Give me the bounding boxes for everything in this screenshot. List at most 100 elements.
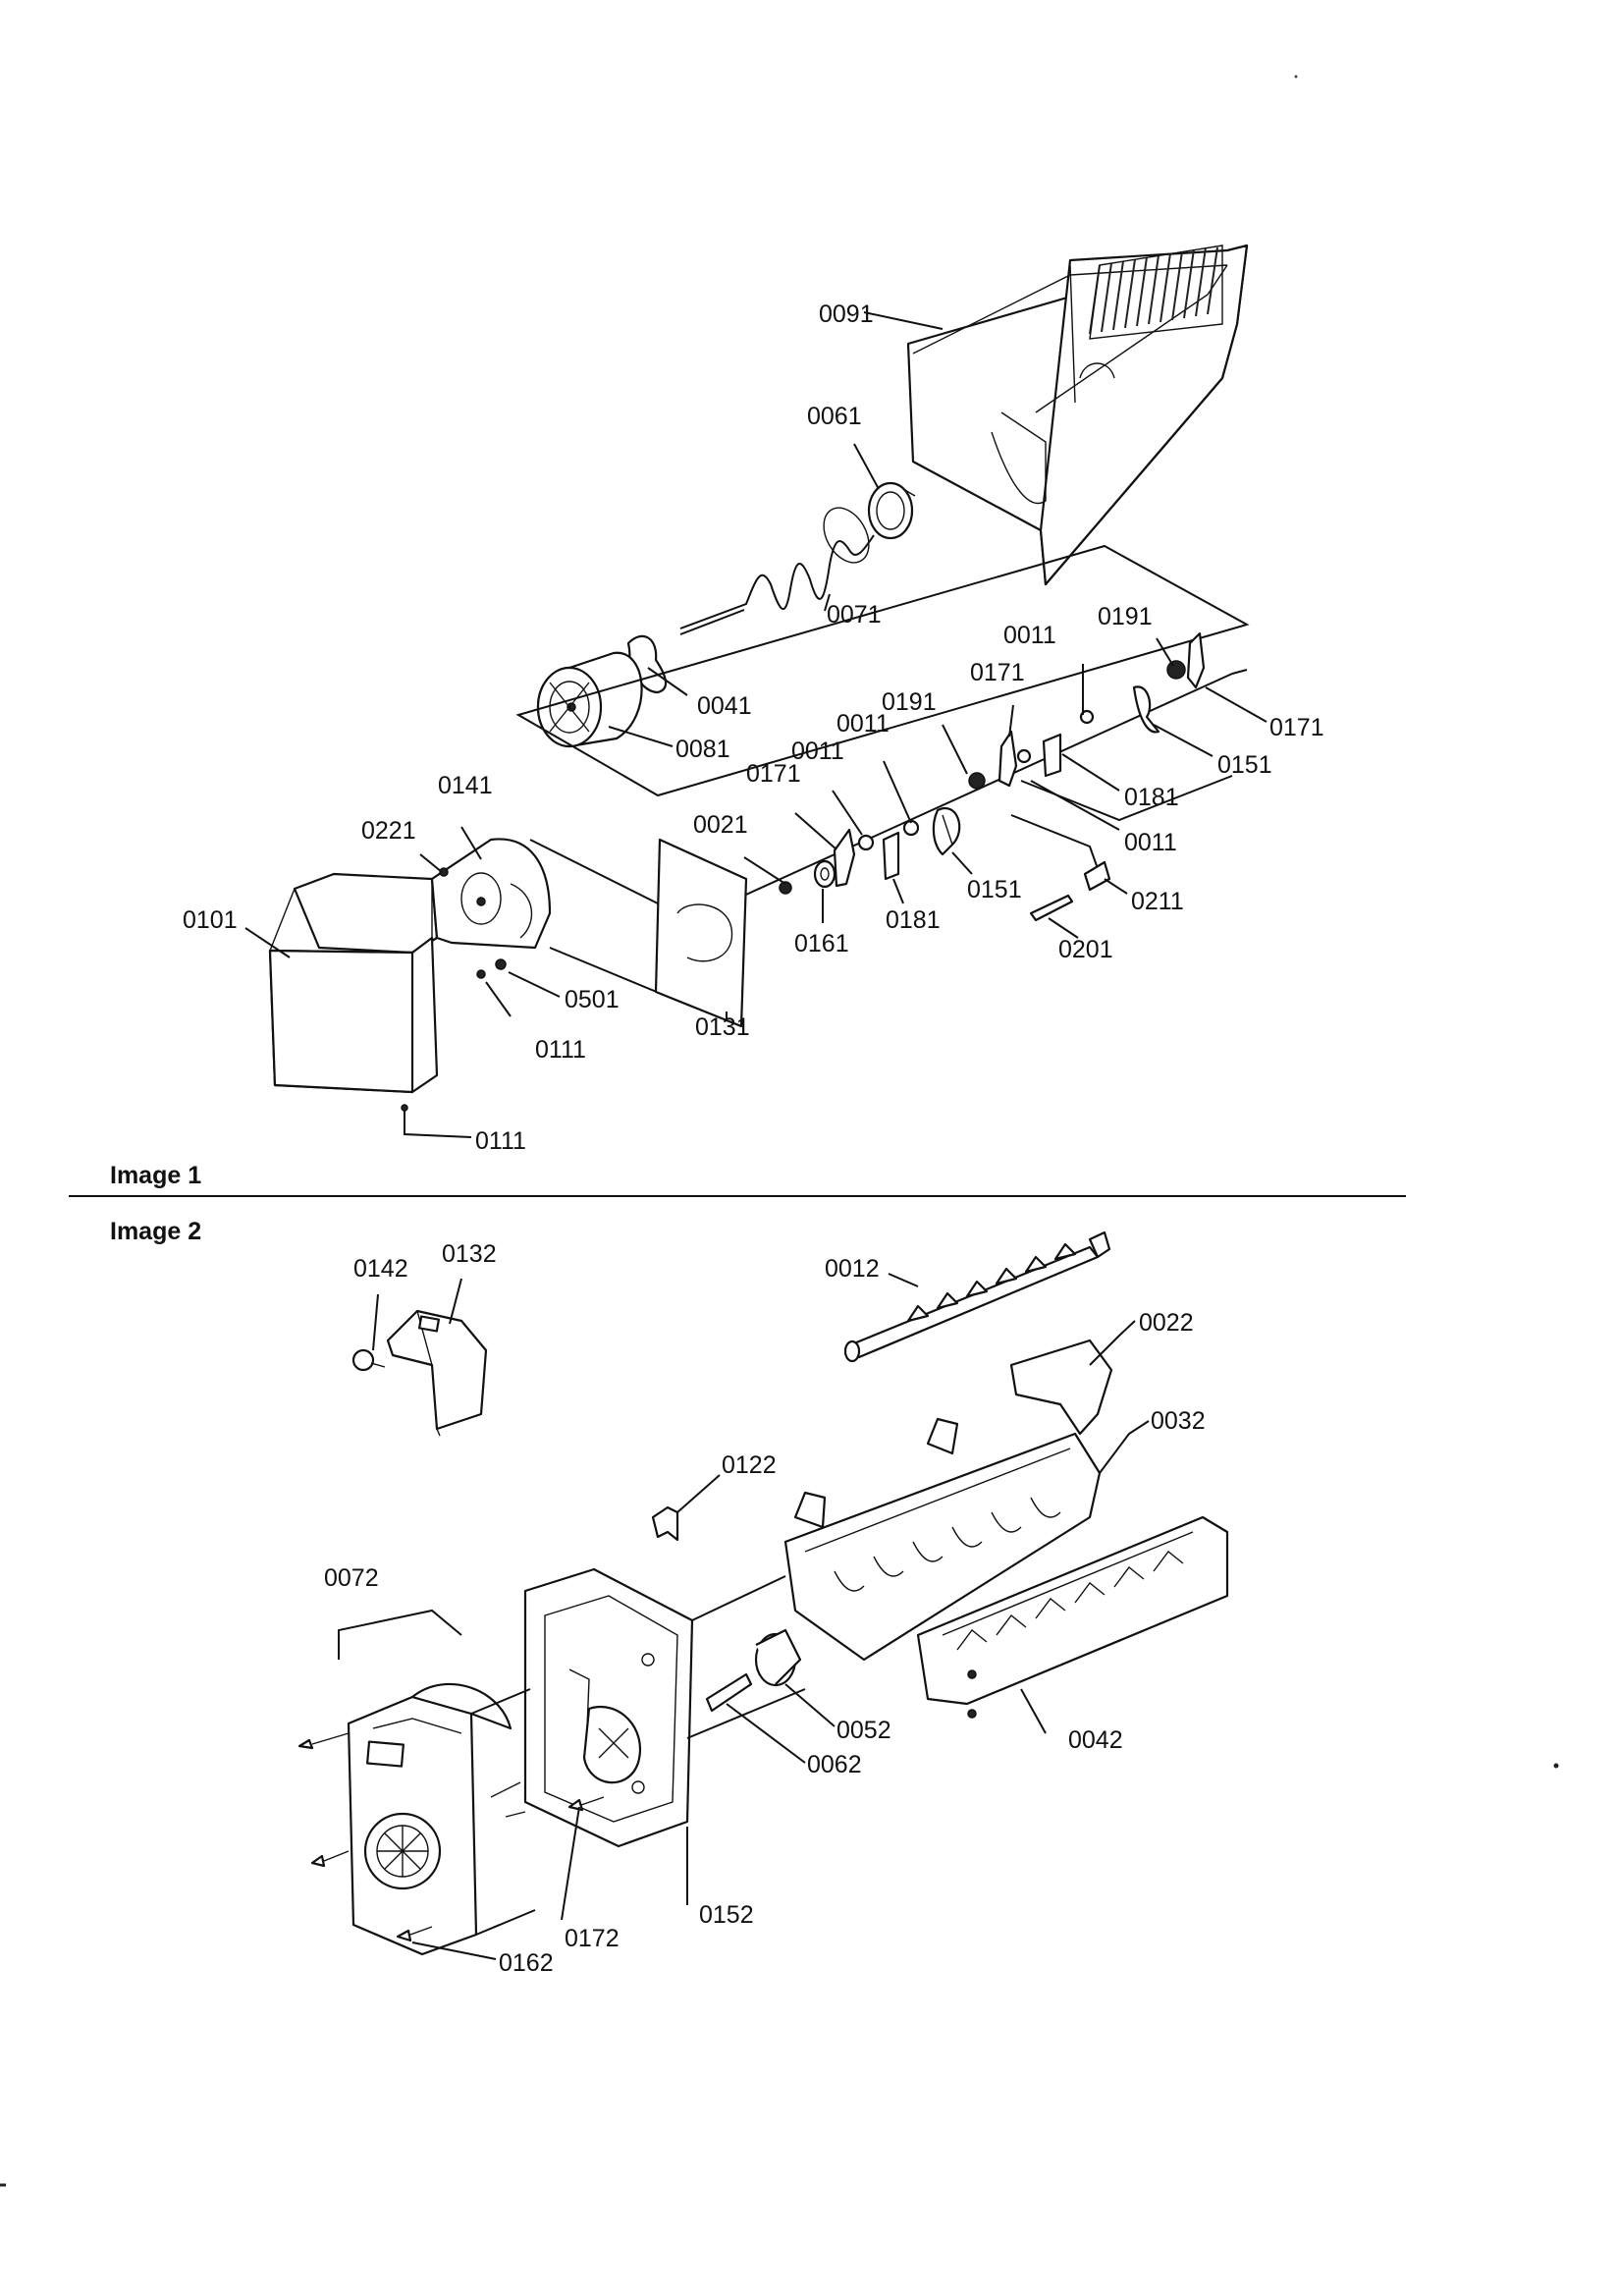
label-0111-bot: 0111 <box>475 1127 526 1155</box>
washer-0011-a-part <box>857 834 875 851</box>
screw-small-part <box>505 1811 526 1818</box>
label-0171-left: 0171 <box>746 760 801 788</box>
washer-0011-b-part <box>902 819 920 837</box>
screw-left-mid-part <box>310 1850 350 1868</box>
ice-mold-part <box>783 1417 1102 1662</box>
image-2-labels: 0142 0132 0012 0022 0032 0122 0072 0052 … <box>324 1240 1206 1977</box>
label-0131: 0131 <box>695 1013 750 1041</box>
label-0162: 0162 <box>499 1949 554 1977</box>
label-0501: 0501 <box>565 986 620 1013</box>
label-0022: 0022 <box>1139 1309 1194 1337</box>
control-housing-part <box>523 1567 694 1848</box>
label-0151-mid: 0151 <box>967 876 1022 903</box>
label-0171-mid: 0171 <box>970 659 1025 686</box>
image-1-leader-lines <box>244 311 1267 1138</box>
clip-0501-part <box>495 958 507 970</box>
crusher-0151-right-part <box>1132 685 1160 734</box>
blade-0171-mid-part <box>998 730 1018 788</box>
image-1-ice-bucket-assembly: 0091 0061 0071 0041 0081 0011 0191 0171 … <box>183 244 1324 1155</box>
front-cover-part <box>268 872 439 1094</box>
spring-0191-mid-part <box>968 772 986 790</box>
label-0061: 0061 <box>807 403 862 430</box>
motor-module-part <box>347 1682 536 1956</box>
image-2-icemaker-assembly: 0142 0132 0012 0022 0032 0122 0072 0052 … <box>297 1230 1229 1977</box>
label-0041: 0041 <box>697 692 752 720</box>
scan-speck <box>1553 1763 1559 1769</box>
label-0011-a: 0011 <box>836 710 890 738</box>
label-0012: 0012 <box>825 1255 880 1283</box>
scan-speck <box>1294 75 1298 79</box>
image-2-caption: Image 2 <box>110 1218 201 1245</box>
washer-0011-c-part <box>1016 748 1032 764</box>
label-0181-left: 0181 <box>886 906 941 934</box>
label-0152: 0152 <box>699 1901 754 1929</box>
housing-connector-line <box>691 1575 786 1621</box>
shutoff-arm-part <box>1009 1339 1113 1436</box>
label-0151-right: 0151 <box>1217 751 1272 779</box>
label-0101: 0101 <box>183 906 238 934</box>
heater-0062-part <box>705 1672 753 1713</box>
auger-spring-part <box>679 534 875 629</box>
mold-cover-part <box>916 1515 1229 1719</box>
label-0032: 0032 <box>1151 1407 1206 1435</box>
blade-0171-left-part <box>833 828 856 888</box>
shaft-0211-part <box>1083 860 1111 892</box>
ejector-rod-part <box>843 1230 1111 1363</box>
mounting-plate-part <box>654 838 748 1028</box>
clip-0122-part <box>651 1505 679 1542</box>
auger-drum-part <box>536 651 643 748</box>
blade-0171-right-part <box>1186 631 1206 689</box>
screw-0142-part <box>351 1348 386 1372</box>
image-1-caption: Image 1 <box>110 1162 201 1189</box>
label-0021: 0021 <box>693 811 748 839</box>
label-0122: 0122 <box>722 1451 777 1479</box>
label-0181-right: 0181 <box>1124 784 1179 811</box>
label-0052: 0052 <box>836 1717 891 1744</box>
bracket-0072-line <box>338 1609 462 1660</box>
label-0071: 0071 <box>827 601 882 629</box>
label-0011-right: 0011 <box>1124 829 1177 856</box>
crusher-0151-mid-part <box>932 806 961 856</box>
screw-0162-part <box>396 1926 433 1942</box>
label-0042: 0042 <box>1068 1726 1123 1754</box>
pin-0201-part <box>1029 894 1074 922</box>
label-0211: 0211 <box>1131 888 1184 915</box>
screw-0111-mid-part <box>476 969 486 979</box>
image-2-leader-lines <box>372 1273 1150 1960</box>
label-0111-mid: 0111 <box>535 1036 586 1064</box>
label-0132: 0132 <box>442 1240 497 1268</box>
spacer-0021-part <box>779 881 792 895</box>
cam-0181-left-part <box>882 831 900 881</box>
label-0161: 0161 <box>794 930 849 957</box>
label-0172: 0172 <box>565 1925 620 1952</box>
spring-0191-top-part <box>1166 660 1186 680</box>
label-0011-top: 0011 <box>1003 622 1056 649</box>
bushing-0161-part <box>813 859 836 889</box>
label-0221: 0221 <box>361 817 416 845</box>
label-0191-top: 0191 <box>1098 603 1153 630</box>
label-0081: 0081 <box>675 736 730 763</box>
label-0062: 0062 <box>807 1751 862 1778</box>
assembly-frame-outline <box>515 544 1250 797</box>
label-0142: 0142 <box>353 1255 408 1283</box>
screw-left-top-part <box>297 1732 350 1750</box>
thermostat-0052-part <box>754 1628 802 1687</box>
label-0191-mid: 0191 <box>882 688 937 716</box>
motor-housing-part <box>430 838 693 1008</box>
label-0171-right: 0171 <box>1269 714 1324 741</box>
shaft-bracket-line <box>1010 814 1101 875</box>
label-0011-b: 0011 <box>791 738 844 765</box>
ice-bucket-part <box>906 244 1249 586</box>
label-0091: 0091 <box>819 301 874 328</box>
bucket-ring-part <box>867 481 916 540</box>
cover-bracket-part <box>386 1309 488 1437</box>
label-0072: 0072 <box>324 1564 379 1592</box>
cam-0181-right-part <box>1042 733 1062 778</box>
label-0201: 0201 <box>1058 936 1113 963</box>
screw-0221-part <box>439 867 449 877</box>
image-1-labels: 0091 0061 0071 0041 0081 0011 0191 0171 … <box>183 301 1324 1155</box>
bucket-grille <box>1089 246 1218 335</box>
label-0141: 0141 <box>438 772 493 799</box>
